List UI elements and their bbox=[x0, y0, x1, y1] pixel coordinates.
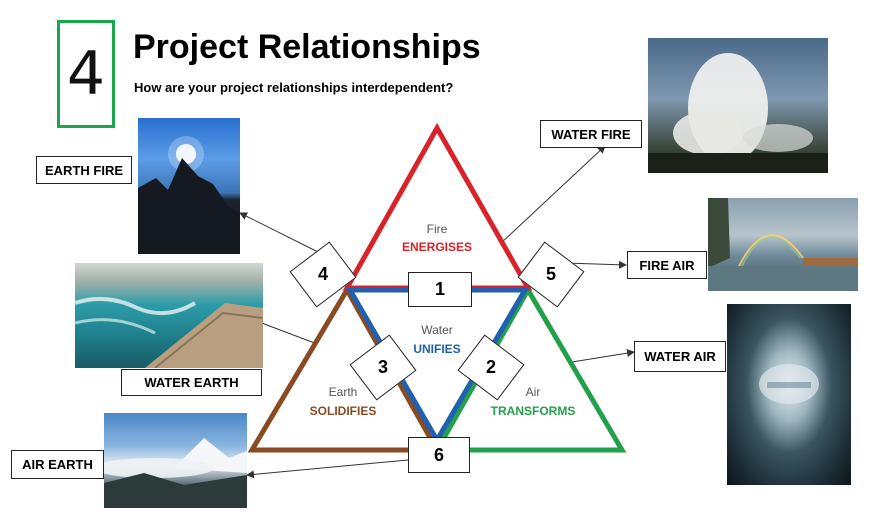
air-element-label: Air bbox=[526, 385, 541, 399]
fire-element-label: Fire bbox=[427, 222, 448, 236]
number-4: 4 bbox=[317, 264, 329, 285]
label-water-fire: WATER FIRE bbox=[540, 120, 642, 148]
label-fire-air: FIRE AIR bbox=[627, 251, 707, 279]
air-verb-label: TRANSFORMS bbox=[491, 404, 576, 418]
water-air-photo bbox=[727, 304, 851, 485]
fire-triangle bbox=[342, 122, 533, 291]
fire-air-photo bbox=[708, 198, 858, 291]
number-3: 3 bbox=[377, 357, 389, 378]
slide-number-box: 4 bbox=[57, 20, 115, 128]
label-water-earth: WATER EARTH bbox=[121, 369, 262, 396]
connector-4-earth-fire bbox=[239, 212, 321, 254]
number-box-1: 1 bbox=[408, 272, 472, 307]
connector-5-fire-air bbox=[564, 260, 627, 269]
earth-element-label: Earth bbox=[329, 385, 358, 399]
water-verb-label: UNIFIES bbox=[413, 342, 460, 356]
label-earth-fire: EARTH FIRE bbox=[36, 156, 132, 184]
number-6: 6 bbox=[433, 444, 444, 465]
label-water-air: WATER AIR bbox=[634, 341, 726, 372]
slide-number: 4 bbox=[66, 39, 106, 109]
water-fire-photo bbox=[648, 38, 828, 173]
number-1: 1 bbox=[434, 279, 445, 299]
page-title: Project Relationships bbox=[133, 28, 481, 66]
earth-fire-photo bbox=[138, 118, 240, 254]
air-earth-photo bbox=[104, 413, 247, 508]
page-subtitle: How are your project relationships inter… bbox=[134, 80, 454, 95]
earth-verb-label: SOLIDIFIES bbox=[310, 404, 377, 418]
connector-6-air-earth bbox=[246, 459, 409, 479]
number-2: 2 bbox=[485, 356, 497, 377]
number-box-6: 6 bbox=[408, 437, 470, 473]
label-air-earth: AIR EARTH bbox=[11, 450, 104, 479]
number-5: 5 bbox=[545, 263, 557, 284]
water-earth-photo bbox=[75, 263, 263, 368]
water-element-label: Water bbox=[421, 323, 453, 337]
fire-verb-label: ENERGISES bbox=[402, 240, 472, 254]
